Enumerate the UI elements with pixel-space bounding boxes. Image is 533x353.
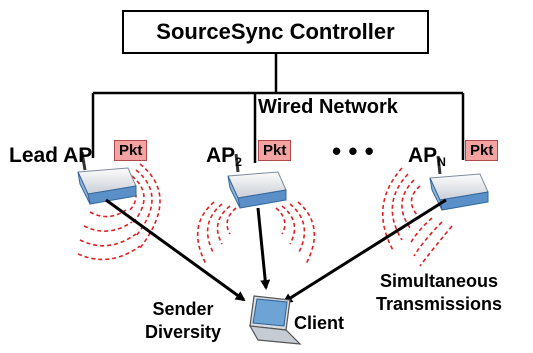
sender-diversity-line-2: Diversity	[145, 321, 222, 342]
apn-arrow	[282, 198, 447, 304]
lead-ap-device	[77, 151, 137, 205]
apn-name: AP	[408, 144, 438, 167]
wired-network-label: Wired Network	[258, 96, 398, 118]
sender-diversity-line-1: Sender	[152, 299, 214, 319]
ap2-subscript: 2	[235, 155, 242, 169]
ap2-device	[227, 153, 287, 209]
ap2-packet: Pkt	[258, 140, 292, 161]
ap2-label: AP2	[206, 145, 242, 168]
ap2-radio-waves	[196, 201, 316, 265]
client-laptop-icon	[248, 295, 302, 345]
client-label: Client	[294, 313, 345, 333]
controller-label: SourceSync Controller	[156, 19, 395, 44]
lead-ap-packet: Pkt	[114, 140, 148, 161]
apn-device	[429, 155, 489, 211]
apn-radio-waves	[382, 167, 453, 267]
ap2-arrow	[256, 207, 271, 290]
lead-ap-arrow	[105, 198, 246, 302]
sender-diversity-label: Sender Diversity	[145, 298, 221, 343]
simultaneous-transmissions-label: Simultaneous Transmissions	[376, 270, 502, 315]
ap2-name: AP	[206, 144, 236, 167]
transmission-arrows	[105, 198, 447, 304]
simultaneous-line-1: Simultaneous	[380, 271, 499, 291]
wired-network-lines	[91, 54, 465, 163]
lead-ap-label: Lead AP	[9, 144, 93, 167]
simultaneous-line-2: Transmissions	[376, 293, 503, 314]
controller-box: SourceSync Controller	[122, 10, 429, 54]
apn-subscript: N	[437, 155, 446, 169]
apn-packet: Pkt	[465, 140, 499, 161]
ellipsis: • • •	[332, 136, 374, 166]
apn-label: APN	[408, 145, 446, 168]
